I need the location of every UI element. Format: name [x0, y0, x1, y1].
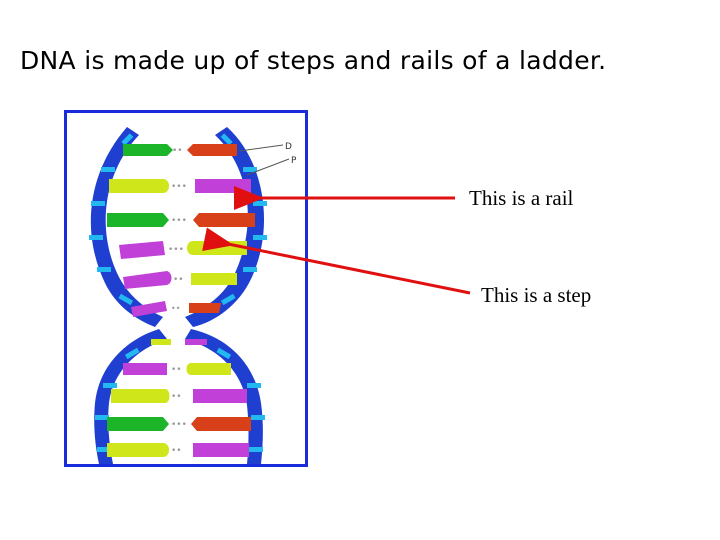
svg-text:•••: ••• [171, 182, 187, 192]
dna-diagram-frame: •• ••• ••• ••• •• •• [64, 110, 308, 467]
legend-label-p: P [291, 156, 297, 166]
base-pair-11: •• [107, 443, 249, 457]
svg-text:•••: ••• [171, 216, 187, 226]
backbone-left-upper [90, 127, 163, 327]
svg-text:•••: ••• [171, 420, 187, 430]
base-pair-9: •• [111, 389, 247, 403]
base-pair-5: •• [123, 271, 237, 289]
base-pair-6: •• [131, 301, 221, 317]
backbone-right-lower [185, 329, 263, 464]
base-pair-1: •• [123, 144, 237, 156]
rail-callout-label: This is a rail [469, 186, 574, 210]
svg-text:••: •• [171, 446, 182, 456]
base-pair-10: ••• [107, 417, 251, 431]
svg-text:••: •• [171, 304, 180, 313]
legend-label-d: D [285, 142, 292, 152]
slide-title: DNA is made up of steps and rails of a l… [20, 46, 607, 75]
step-callout-label: This is a step [481, 283, 592, 307]
base-pair-8: •• [123, 363, 231, 375]
svg-text:••: •• [171, 365, 182, 375]
svg-text:••: •• [173, 275, 184, 285]
pointer-line-d [238, 144, 284, 152]
base-pair-4: ••• [119, 241, 247, 259]
svg-text:••: •• [172, 146, 183, 156]
base-pair-7 [151, 339, 207, 345]
backbone-left-lower [94, 329, 167, 464]
backbone-stripes [89, 133, 267, 452]
dna-double-helix: •• ••• ••• ••• •• •• [89, 127, 297, 464]
base-pair-2: ••• [109, 179, 251, 193]
svg-text:•••: ••• [168, 245, 184, 255]
svg-text:••: •• [171, 392, 182, 402]
pointer-line-p [246, 158, 290, 176]
base-pair-3: ••• [107, 213, 255, 227]
